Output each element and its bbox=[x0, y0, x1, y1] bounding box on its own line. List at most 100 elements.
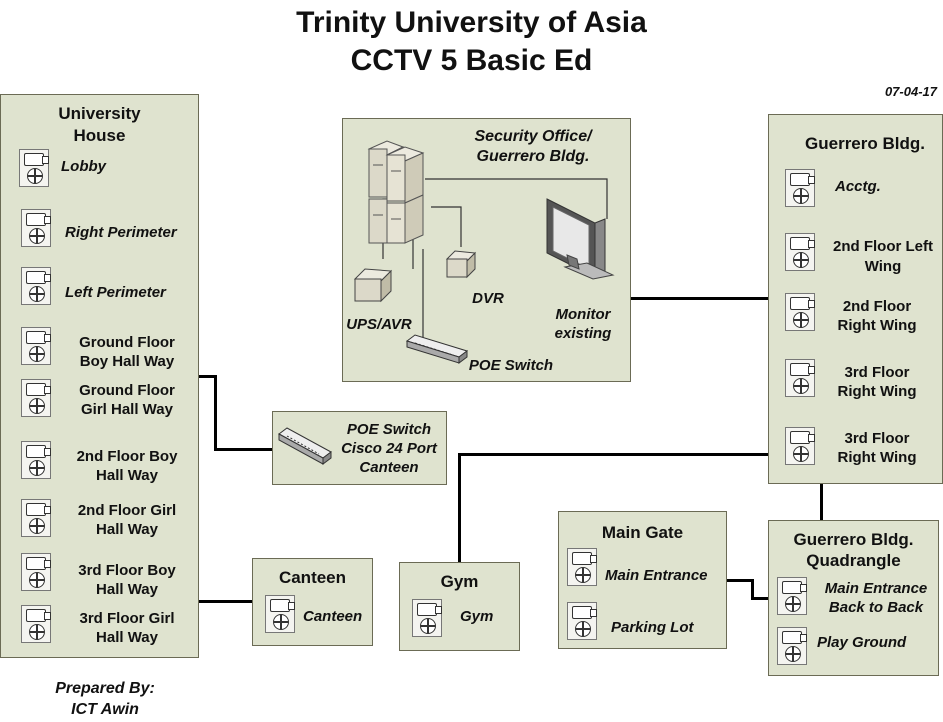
wire-guerrero-gym-1 bbox=[458, 453, 770, 456]
camera-icon[interactable] bbox=[21, 553, 51, 591]
camera-icon[interactable] bbox=[777, 577, 807, 615]
main-gate-box: Main Gate Main Entrance Parking Lot bbox=[558, 511, 727, 649]
camera-icon[interactable] bbox=[785, 293, 815, 331]
camera-label: Boy Hall Way bbox=[79, 353, 175, 370]
camera-label: Hall Way bbox=[96, 521, 158, 538]
dvr-icon bbox=[445, 250, 477, 279]
camera-label: 2nd Floor Girl bbox=[77, 502, 177, 519]
camera-label: 2nd Floor Left bbox=[833, 238, 933, 255]
camera-label: Hall Way bbox=[96, 467, 158, 484]
server-icon bbox=[367, 140, 425, 244]
wire-uh-poe-1 bbox=[199, 375, 216, 378]
camera-icon[interactable] bbox=[785, 359, 815, 397]
camera-icon[interactable] bbox=[785, 169, 815, 207]
security-office-title-2: Guerrero Bldg. bbox=[476, 148, 590, 165]
gym-title: Gym bbox=[440, 572, 479, 591]
camera-icon[interactable] bbox=[21, 499, 51, 537]
camera-label: Back to Back bbox=[828, 599, 924, 616]
canteen-title: Canteen bbox=[278, 568, 347, 587]
diagram-title-line2: CCTV 5 Basic Ed bbox=[350, 44, 593, 77]
camera-label: Acctg. bbox=[835, 178, 881, 195]
wire-uh-poe-3 bbox=[214, 448, 276, 451]
guerrero-box: Guerrero Bldg. Acctg. 2nd Floor Left Win… bbox=[768, 114, 943, 484]
camera-label: 3rd Floor Girl bbox=[79, 610, 175, 627]
camera-label: Gym bbox=[460, 608, 494, 625]
poe-canteen-line1: POE Switch bbox=[346, 421, 432, 438]
camera-icon[interactable] bbox=[265, 595, 295, 633]
security-office-box: Security Office/ Guerrero Bldg. bbox=[342, 118, 631, 382]
camera-label: 2nd Floor Boy bbox=[76, 448, 178, 465]
camera-label: Main Entrance bbox=[605, 567, 708, 584]
camera-icon[interactable] bbox=[567, 602, 597, 640]
university-house-box: University House Lobby Right Perimeter L… bbox=[0, 94, 199, 658]
poe-canteen-line3: Canteen bbox=[359, 459, 419, 476]
wire-guerrero-quad bbox=[820, 484, 823, 522]
poe-switch-label: POE Switch bbox=[468, 357, 554, 374]
monitor-icon bbox=[546, 198, 615, 280]
camera-label: Parking Lot bbox=[611, 619, 694, 636]
camera-label: Left Perimeter bbox=[65, 284, 166, 301]
camera-label: 2nd Floor bbox=[842, 298, 912, 315]
monitor-label-2: existing bbox=[554, 325, 612, 342]
camera-label: 3rd Floor bbox=[844, 430, 910, 447]
diagram-title-line1: Trinity University of Asia bbox=[296, 6, 647, 39]
camera-icon[interactable] bbox=[412, 599, 442, 637]
quadrangle-box: Guerrero Bldg. Quadrangle Main Entrance … bbox=[768, 520, 939, 676]
ups-icon bbox=[353, 268, 393, 303]
wire-uh-canteen bbox=[199, 600, 253, 603]
camera-label: Ground Floor bbox=[79, 334, 175, 351]
camera-icon[interactable] bbox=[21, 267, 51, 305]
camera-label: Right Wing bbox=[837, 383, 917, 400]
gym-box: Gym Gym bbox=[399, 562, 520, 651]
security-equipment-drawing bbox=[353, 140, 615, 364]
camera-icon[interactable] bbox=[21, 379, 51, 417]
security-office-title-1: Security Office/ bbox=[474, 128, 592, 145]
camera-icon[interactable] bbox=[777, 627, 807, 665]
poe-canteen-line2: Cisco 24 Port bbox=[341, 440, 437, 457]
guerrero-title: Guerrero Bldg. bbox=[805, 134, 925, 153]
monitor-label-1: Monitor bbox=[555, 306, 611, 323]
camera-label: Right Wing bbox=[837, 449, 917, 466]
wire-gate-quad-1 bbox=[726, 579, 753, 582]
camera-icon[interactable] bbox=[21, 209, 51, 247]
camera-icon[interactable] bbox=[567, 548, 597, 586]
camera-icon[interactable] bbox=[21, 441, 51, 479]
university-house-title-2: House bbox=[73, 126, 126, 145]
ups-label: UPS/AVR bbox=[346, 316, 412, 333]
wire-security-guerrero bbox=[630, 297, 770, 300]
camera-icon[interactable] bbox=[785, 233, 815, 271]
wire-uh-poe-2 bbox=[214, 375, 217, 450]
camera-icon[interactable] bbox=[785, 427, 815, 465]
camera-label: Lobby bbox=[61, 158, 106, 175]
camera-label: Main Entrance bbox=[824, 580, 928, 597]
camera-label: Play Ground bbox=[817, 634, 907, 651]
camera-label: Right Perimeter bbox=[65, 224, 177, 241]
camera-label: Hall Way bbox=[96, 629, 158, 646]
prepared-by-label: Prepared By: bbox=[55, 680, 155, 697]
camera-label: Girl Hall Way bbox=[81, 401, 173, 418]
camera-label: Ground Floor bbox=[79, 382, 175, 399]
camera-label: Hall Way bbox=[96, 581, 158, 598]
quadrangle-title-1: Guerrero Bldg. bbox=[793, 530, 914, 549]
camera-icon[interactable] bbox=[19, 149, 49, 187]
poe-canteen-box: POE Switch Cisco 24 Port Canteen bbox=[272, 411, 447, 485]
camera-label: Wing bbox=[864, 258, 902, 275]
switch-icon bbox=[278, 427, 332, 465]
quadrangle-title-2: Quadrangle bbox=[806, 551, 901, 570]
camera-label: Canteen bbox=[303, 608, 363, 625]
canteen-box: Canteen Canteen bbox=[252, 558, 373, 646]
camera-label: 3rd Floor Boy bbox=[78, 562, 176, 579]
camera-label: Right Wing bbox=[837, 317, 917, 334]
camera-icon[interactable] bbox=[21, 605, 51, 643]
university-house-title-1: University bbox=[58, 104, 141, 123]
prepared-by: Prepared By: ICT Awin bbox=[40, 678, 170, 720]
prepared-by-name: ICT Awin bbox=[71, 701, 139, 718]
wire-gate-quad-3 bbox=[751, 597, 770, 600]
wire-gate-quad-2 bbox=[751, 579, 754, 599]
dvr-label: DVR bbox=[472, 290, 504, 307]
wire-guerrero-gym-2 bbox=[458, 453, 461, 563]
date-label: 07-04-17 bbox=[884, 84, 937, 99]
main-gate-title: Main Gate bbox=[601, 523, 684, 542]
camera-label: 3rd Floor bbox=[844, 364, 910, 381]
camera-icon[interactable] bbox=[21, 327, 51, 365]
